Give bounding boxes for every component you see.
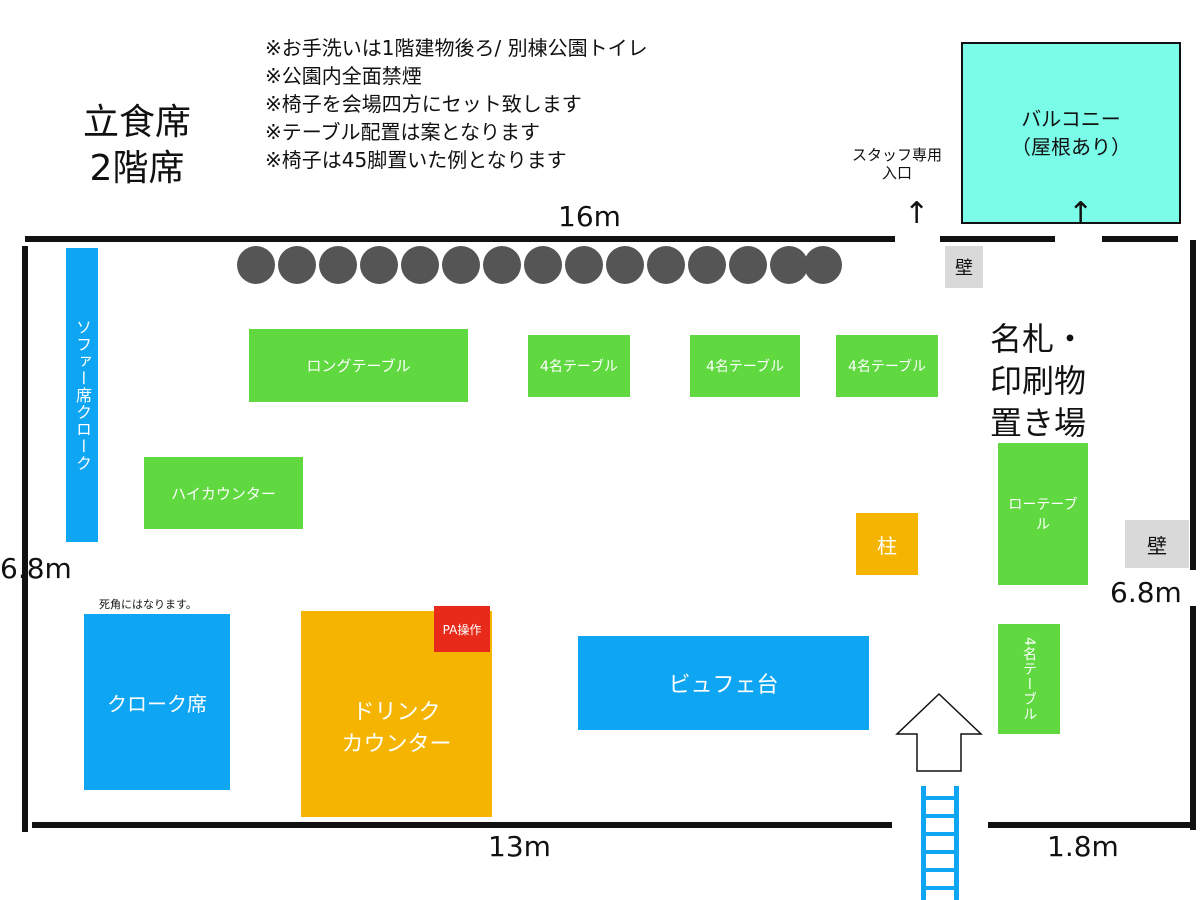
floor-title-line-2: 2階席 (89, 148, 185, 189)
chair (319, 246, 357, 284)
balcony-entrance-arrow-icon: ↑ (1068, 196, 1094, 231)
four-table-2: 4名テーブル (690, 335, 800, 397)
note-item: ※お手洗いは1階建物後ろ/ 別棟公園トイレ (265, 36, 648, 60)
chair (483, 246, 521, 284)
long-table: ロングテーブル (249, 329, 468, 402)
main-entrance-arrow-icon (895, 692, 983, 772)
buffet-table: ビュフェ台 (578, 636, 869, 730)
chair (442, 246, 480, 284)
wall-marker-top: 壁 (945, 246, 983, 288)
chair (278, 246, 316, 284)
chair (360, 246, 398, 284)
measure-top: 16m (558, 200, 621, 233)
staff-entrance-line-1: スタッフ専用 (851, 146, 942, 164)
balcony: バルコニー （屋根あり） (961, 42, 1181, 224)
staff-entrance-label: スタッフ専用 入口 (838, 146, 956, 182)
four-table-3: 4名テーブル (836, 335, 938, 397)
wall-right-upper (1190, 240, 1196, 570)
chair (688, 246, 726, 284)
floor-title-line-1: 立食席 (82, 102, 191, 143)
wall-top-left (25, 236, 895, 242)
measure-bottom-right: 1.8m (1047, 830, 1119, 863)
notes-list: ※お手洗いは1階建物後ろ/ 別棟公園トイレ ※公園内全面禁煙 ※椅子を会場四方に… (265, 34, 825, 174)
drink-counter-line-1: ドリンク (352, 700, 441, 725)
four-table-1: 4名テーブル (528, 335, 630, 397)
nametag-line-3: 置き場 (990, 404, 1087, 442)
chair (647, 246, 685, 284)
blind-spot-note: 死角にはなります。 (99, 598, 197, 611)
floor-title: 立食席 2階席 (72, 100, 202, 192)
chair (729, 246, 767, 284)
chair (401, 246, 439, 284)
balcony-label-line-2: （屋根あり） (1011, 135, 1131, 159)
staff-entrance-line-2: 入口 (881, 164, 912, 182)
drink-counter-line-2: カウンター (341, 732, 452, 757)
wall-bottom-left (32, 822, 892, 828)
balcony-label-line-1: バルコニー (1021, 107, 1121, 131)
wall-left (22, 246, 28, 832)
wall-top-mid (940, 236, 1055, 242)
wall-right-lower (1190, 606, 1196, 830)
chair (606, 246, 644, 284)
stairs-icon (921, 786, 959, 900)
measure-left: 6.8m (0, 552, 72, 585)
note-item: ※椅子は45脚置いた例となります (265, 148, 567, 172)
pa-control: PA操作 (434, 606, 490, 652)
sofa-cloak: ソファー席クローク (66, 248, 98, 542)
chair (565, 246, 603, 284)
pillar: 柱 (856, 513, 918, 575)
cloak-seat: クローク席 (84, 614, 230, 790)
note-item: ※公園内全面禁煙 (265, 64, 422, 88)
measure-bottom: 13m (488, 830, 551, 863)
low-table: ローテーブル (998, 443, 1088, 585)
note-item: ※テーブル配置は案となります (265, 120, 540, 144)
nametag-line-2: 印刷物 (990, 362, 1087, 400)
chair (770, 246, 808, 284)
staff-entrance-arrow-icon: ↑ (904, 196, 930, 231)
chair (804, 246, 842, 284)
chair (237, 246, 275, 284)
wall-top-right (1102, 236, 1178, 242)
nametag-area-label: 名札・ 印刷物 置き場 (990, 318, 1086, 444)
wall-bottom-right (988, 822, 1196, 828)
chair (524, 246, 562, 284)
wall-marker-right: 壁 (1125, 520, 1189, 568)
note-item: ※椅子を会場四方にセット致します (265, 92, 582, 116)
high-counter: ハイカウンター (144, 457, 303, 529)
nametag-line-1: 名札・ (990, 320, 1087, 358)
measure-right: 6.8m (1110, 576, 1182, 609)
four-table-vertical: 4名テーブル (998, 624, 1060, 734)
